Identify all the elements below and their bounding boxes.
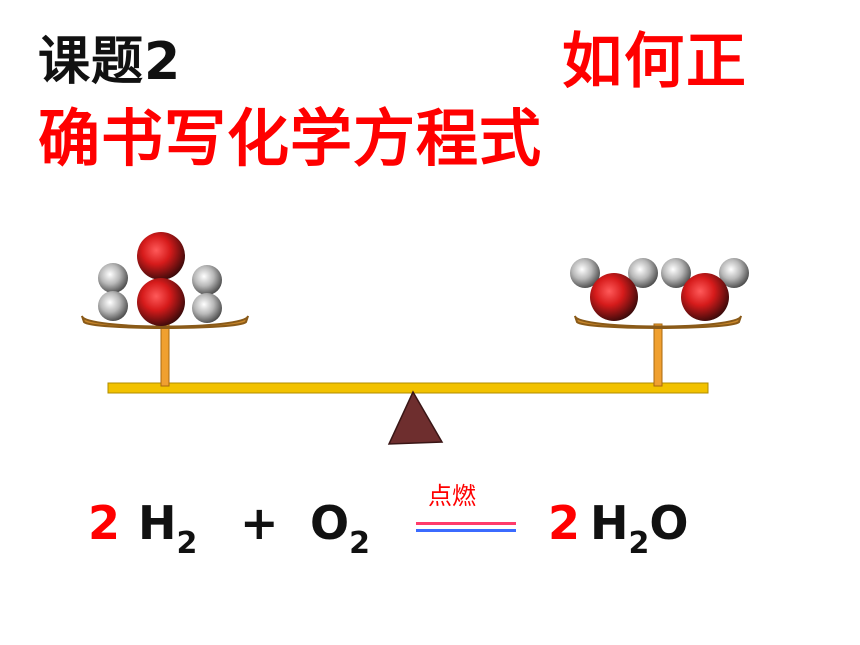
hydrogen-atom xyxy=(661,258,691,288)
hydrogen-atom xyxy=(98,263,128,293)
reaction-condition: 点燃 xyxy=(428,482,476,510)
scale-fulcrum xyxy=(387,390,444,445)
title-part-2: 确书写化学方程式 xyxy=(38,102,543,175)
left-pan xyxy=(81,315,249,329)
hydrogen-subscript: 2 xyxy=(176,526,198,561)
water-formula: H2O xyxy=(590,500,688,559)
right-pan-post xyxy=(653,323,663,387)
hydrogen-atom xyxy=(719,258,749,288)
left-pan-post xyxy=(160,323,170,387)
oxygen-atom xyxy=(137,232,185,280)
chemical-equation: 2 H2 + O2 2 H2O xyxy=(88,496,788,566)
reactant-molecules xyxy=(98,232,222,326)
scale-beam xyxy=(107,382,709,394)
water-o-symbol: O xyxy=(649,496,689,550)
title-part-1: 如何正 xyxy=(562,27,748,97)
water-h-symbol: H xyxy=(590,496,629,550)
oxygen-subscript: 2 xyxy=(349,526,370,561)
equals-line-bottom xyxy=(416,529,516,532)
product-molecules xyxy=(570,258,749,321)
right-pan xyxy=(574,315,742,329)
oxygen-atom xyxy=(681,273,729,321)
water-subscript: 2 xyxy=(628,526,650,561)
hydrogen-atom xyxy=(570,258,600,288)
coefficient-water: 2 xyxy=(548,496,581,550)
hydrogen-symbol: H xyxy=(138,496,177,550)
hydrogen-atom xyxy=(98,291,128,321)
equals-line-top xyxy=(416,522,516,525)
hydrogen-atom xyxy=(192,293,222,323)
hydrogen-atom xyxy=(628,258,658,288)
hydrogen-formula: H2 xyxy=(138,500,197,559)
plus-sign: + xyxy=(240,496,279,550)
oxygen-formula: O2 xyxy=(310,500,370,559)
oxygen-atom xyxy=(137,278,185,326)
lesson-number: 课题2 xyxy=(38,32,182,92)
hydrogen-atom xyxy=(192,265,222,295)
oxygen-atom xyxy=(590,273,638,321)
coefficient-hydrogen: 2 xyxy=(88,496,121,550)
oxygen-symbol: O xyxy=(310,496,350,550)
